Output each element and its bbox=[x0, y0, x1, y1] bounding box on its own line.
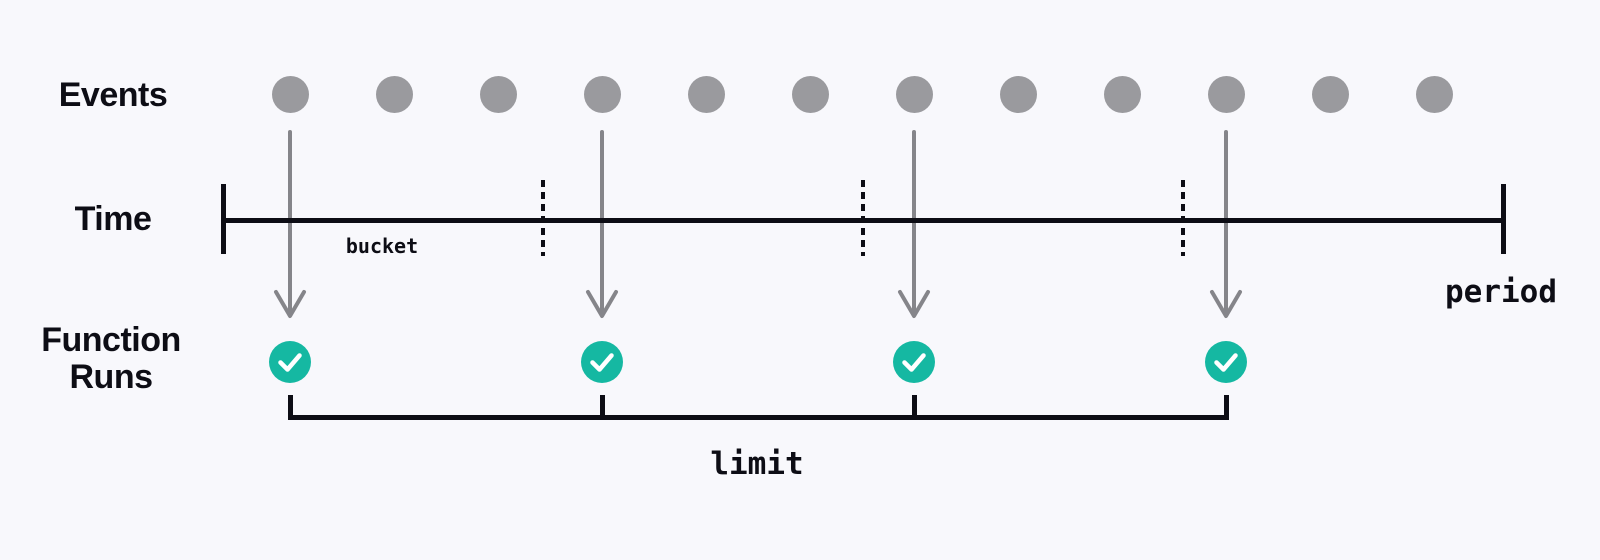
bucket-divider bbox=[1181, 180, 1185, 256]
bucket-label: bucket bbox=[345, 234, 419, 258]
timeline-start-cap bbox=[221, 184, 226, 254]
event-dot bbox=[895, 76, 933, 113]
limit-bracket-tick bbox=[287, 395, 293, 420]
bucket-divider bbox=[861, 180, 865, 256]
event-dot bbox=[375, 76, 413, 113]
function-run-check-icon bbox=[893, 341, 935, 383]
limit-label: limit bbox=[710, 446, 804, 482]
function-runs-row-label: Function Runs bbox=[41, 321, 181, 396]
time-row-label: Time bbox=[74, 200, 152, 238]
bucket-divider bbox=[541, 180, 545, 256]
arrow-down-icon bbox=[584, 130, 620, 320]
timeline-end-cap bbox=[1501, 184, 1506, 254]
limit-bracket-tick bbox=[599, 395, 605, 420]
event-dot bbox=[999, 76, 1037, 113]
event-dot bbox=[1207, 76, 1245, 113]
limit-bracket bbox=[288, 415, 1229, 420]
arrow-down-icon bbox=[1208, 130, 1244, 320]
events-row-label: Events bbox=[58, 76, 168, 114]
event-dot bbox=[687, 76, 725, 113]
limit-bracket-tick bbox=[1223, 395, 1229, 420]
arrow-down-icon bbox=[272, 130, 308, 320]
limit-bracket-tick bbox=[911, 395, 917, 420]
event-dot bbox=[1103, 76, 1141, 113]
function-run-check-icon bbox=[269, 341, 311, 383]
event-dot bbox=[791, 76, 829, 113]
function-run-check-icon bbox=[1205, 341, 1247, 383]
event-dot bbox=[1311, 76, 1349, 113]
event-dot bbox=[271, 76, 309, 113]
arrow-down-icon bbox=[896, 130, 932, 320]
function-run-check-icon bbox=[581, 341, 623, 383]
period-label: period bbox=[1445, 274, 1557, 310]
event-dot bbox=[1415, 76, 1453, 113]
event-dot bbox=[479, 76, 517, 113]
event-dot bbox=[583, 76, 621, 113]
